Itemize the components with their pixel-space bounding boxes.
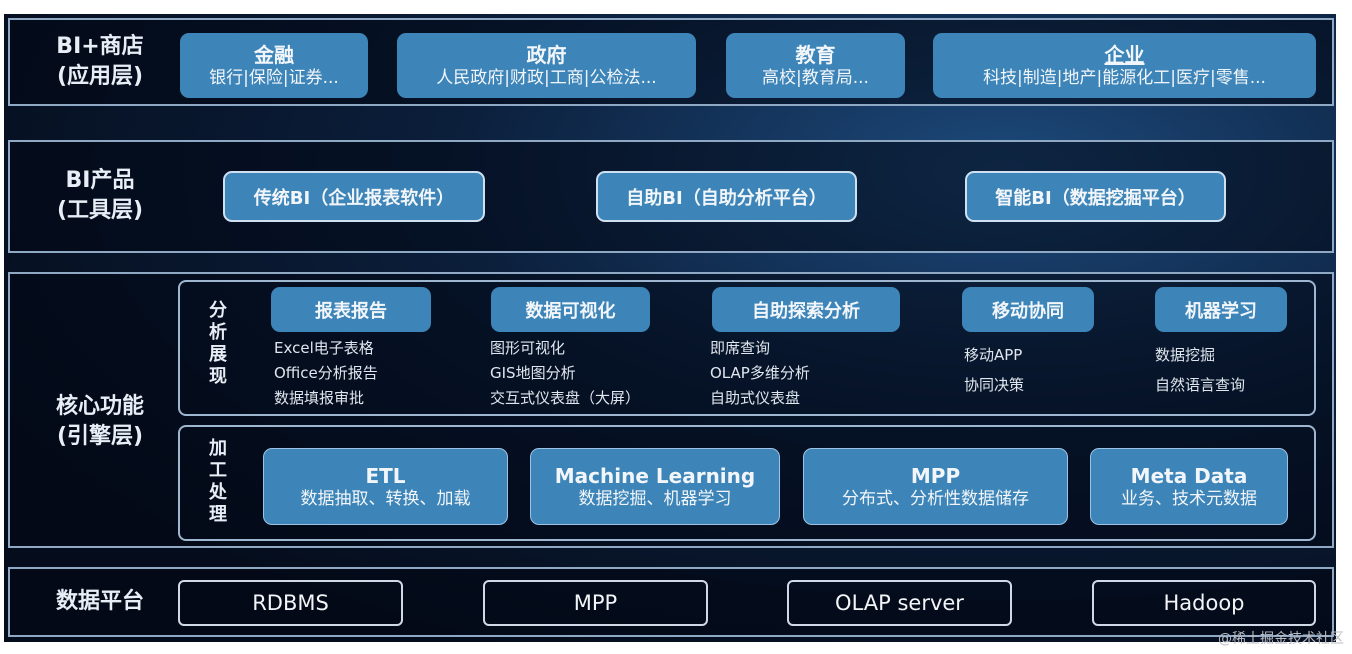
card-sub: 人民政府|财政|工商|公检法... xyxy=(436,67,657,88)
analysis-list-mobile: 移动APP 协同决策 xyxy=(964,340,1024,400)
engine-layer-label-line2: (引擎层) xyxy=(56,424,144,449)
card-title: MPP xyxy=(910,463,961,488)
data-platform-mpp: MPP xyxy=(483,580,708,626)
list-item: 自助式仪表盘 xyxy=(710,389,801,407)
list-item: 数据填报审批 xyxy=(274,389,365,407)
processing-label: 加工处理 xyxy=(209,438,227,525)
card-sub: 业务、技术元数据 xyxy=(1121,488,1257,509)
tool-card-smart-bi: 智能BI（数据挖掘平台） xyxy=(965,171,1226,222)
analysis-card-visualization: 数据可视化 xyxy=(491,287,650,332)
analysis-card-self-exploration: 自助探索分析 xyxy=(712,287,900,332)
tool-layer-label-line2: (工具层) xyxy=(56,198,144,223)
app-card-finance: 金融银行|保险|证券... xyxy=(180,33,368,98)
analysis-list-visualization: 图形可视化 GIS地图分析交互式仪表盘（大屏） xyxy=(490,336,640,411)
card-title: 政府 xyxy=(526,42,567,67)
analysis-list-self-exploration: 即席查询 OLAP多维分析自助式仪表盘 xyxy=(710,336,810,411)
app-layer-label: BI+商店 (应用层) xyxy=(20,32,180,92)
card-title: 企业 xyxy=(1104,42,1145,67)
analysis-card-reports: 报表报告 xyxy=(271,287,431,332)
list-item: OLAP多维分析 xyxy=(710,364,810,382)
card-sub: 科技|制造|地产|能源化工|医疗|零售... xyxy=(983,67,1266,88)
analysis-list-reports: Excel电子表格 Office分析报告数据填报审批 xyxy=(274,336,378,411)
app-layer-label-line1: BI+商店 xyxy=(56,34,144,59)
data-platform-label: 数据平台 xyxy=(55,589,144,614)
watermark: @稀土掘金技术社区 xyxy=(1218,631,1344,647)
engine-layer-label: 核心功能 (引擎层) xyxy=(20,392,180,452)
tool-layer-label: BI产品 (工具层) xyxy=(20,166,180,226)
app-card-education: 教育高校|教育局... xyxy=(726,33,905,98)
analysis-list-machine-learning: 数据挖掘自然语言查询 xyxy=(1155,340,1245,400)
data-platform-hadoop: Hadoop xyxy=(1092,580,1316,626)
tool-layer-label-line1: BI产品 xyxy=(65,168,135,193)
data-platform-rdbms: RDBMS xyxy=(178,580,403,626)
card-title: ETL xyxy=(365,463,406,488)
card-sub: 数据挖掘、机器学习 xyxy=(578,488,732,509)
card-title: Meta Data xyxy=(1130,463,1248,488)
card-title: Machine Learning xyxy=(554,463,756,488)
list-item: GIS地图分析 xyxy=(490,364,576,382)
engine-layer-label-line1: 核心功能 xyxy=(55,394,144,419)
card-sub: 数据抽取、转换、加载 xyxy=(300,488,471,509)
list-item: 即席查询 xyxy=(710,339,771,357)
data-platform-olap: OLAP server xyxy=(787,580,1012,626)
list-item: 协同决策 xyxy=(964,376,1025,394)
list-item: Excel电子表格 xyxy=(274,339,374,357)
app-card-government: 政府人民政府|财政|工商|公检法... xyxy=(397,33,696,98)
tool-card-traditional-bi: 传统BI（企业报表软件） xyxy=(223,171,485,222)
app-layer-label-line2: (应用层) xyxy=(56,64,144,89)
analysis-card-mobile: 移动协同 xyxy=(962,287,1094,332)
analysis-label: 分析展现 xyxy=(209,300,227,387)
card-title: 教育 xyxy=(795,42,836,67)
card-sub: 高校|教育局... xyxy=(762,67,869,88)
list-item: 交互式仪表盘（大屏） xyxy=(490,389,641,407)
analysis-panel xyxy=(178,280,1316,416)
analysis-card-machine-learning: 机器学习 xyxy=(1155,287,1287,332)
list-item: 移动APP xyxy=(964,346,1023,364)
app-card-enterprise: 企业科技|制造|地产|能源化工|医疗|零售... xyxy=(933,33,1316,98)
list-item: Office分析报告 xyxy=(274,364,378,382)
list-item: 图形可视化 xyxy=(490,339,566,357)
list-item: 数据挖掘 xyxy=(1155,346,1216,364)
processing-panel xyxy=(178,425,1316,541)
list-item: 自然语言查询 xyxy=(1155,376,1246,394)
tool-card-self-service-bi: 自助BI（自助分析平台） xyxy=(596,171,857,222)
card-sub: 分布式、分析性数据储存 xyxy=(842,488,1029,509)
card-sub: 银行|保险|证券... xyxy=(209,67,339,88)
card-title: 金融 xyxy=(254,42,294,67)
